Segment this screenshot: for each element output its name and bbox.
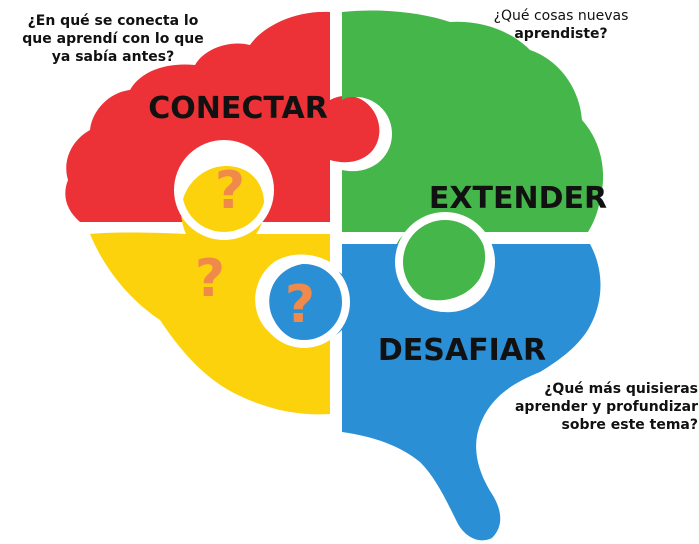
conectar-question-line: ¿En qué se conecta lo — [27, 13, 199, 29]
extender-question-line: aprendiste? — [514, 26, 608, 42]
conectar-label: CONECTAR — [148, 91, 328, 126]
desafiar-question: ¿Qué más quisieras aprender y profundiza… — [486, 380, 698, 434]
desafiar-question-line: ¿Qué más quisieras — [544, 381, 698, 397]
extender-puzzle-piece — [342, 10, 604, 301]
desafiar-question-line: sobre este tema? — [561, 417, 698, 433]
desafiar-puzzle-piece — [269, 244, 601, 541]
conectar-question: ¿En qué se conecta lo que aprendí con lo… — [4, 12, 222, 66]
extender-knob-gap — [395, 212, 495, 312]
extender-label: EXTENDER — [429, 181, 607, 216]
question-mark-icon-top: ? — [215, 161, 245, 221]
conectar-knob-gap — [174, 140, 274, 240]
conectar-puzzle-piece — [65, 11, 380, 222]
desafiar-knob-gap — [258, 256, 350, 348]
conectar-question-line: que aprendí con lo que — [22, 31, 204, 47]
extender-question-line: ¿Qué cosas nuevas — [493, 8, 629, 24]
yellow-puzzle-piece — [90, 166, 330, 415]
extender-question: ¿Qué cosas nuevas aprendiste? — [488, 7, 634, 43]
question-mark-icon-blue: ? — [285, 275, 315, 335]
conectar-question-line: ya sabía antes? — [51, 49, 175, 65]
desafiar-question-line: aprender y profundizar — [514, 399, 698, 415]
question-mark-icon-left: ? — [195, 249, 225, 309]
desafiar-label: DESAFIAR — [378, 333, 546, 368]
